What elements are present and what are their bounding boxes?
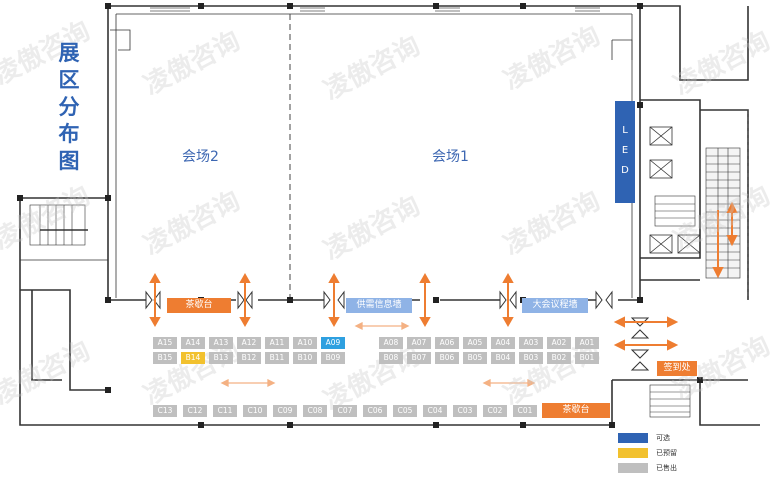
booth-a05[interactable]: A05 (463, 337, 487, 349)
booth-c02[interactable]: C02 (483, 405, 507, 417)
booth-b06[interactable]: B06 (435, 352, 459, 364)
booth-b11[interactable]: B11 (265, 352, 289, 364)
booth-b03[interactable]: B03 (519, 352, 543, 364)
legend-swatch-available (618, 433, 648, 443)
booth-c10[interactable]: C10 (243, 405, 267, 417)
hall-1-label: 会场1 (432, 149, 469, 165)
booth-a15[interactable]: A15 (153, 337, 177, 349)
booth-a12[interactable]: A12 (237, 337, 261, 349)
booth-b01[interactable]: B01 (575, 352, 599, 364)
booth-a14[interactable]: A14 (181, 337, 205, 349)
booth-a01[interactable]: A01 (575, 337, 599, 349)
booth-c01[interactable]: C01 (513, 405, 537, 417)
booth-b15[interactable]: B15 (153, 352, 177, 364)
booth-c12[interactable]: C12 (183, 405, 207, 417)
booth-c08[interactable]: C08 (303, 405, 327, 417)
booth-c13[interactable]: C13 (153, 405, 177, 417)
booth-b09[interactable]: B09 (321, 352, 345, 364)
page-title: 展区分布图 (58, 41, 80, 173)
tea-break-bottom: 茶歇台 (542, 403, 610, 418)
booth-a04[interactable]: A04 (491, 337, 515, 349)
booth-b14[interactable]: B14 (181, 352, 205, 364)
checkin-desk: 签到处 (657, 361, 697, 376)
booth-b12[interactable]: B12 (237, 352, 261, 364)
tea-break-top: 茶歇台 (167, 298, 231, 313)
booth-a09[interactable]: A09 (321, 337, 345, 349)
booth-c06[interactable]: C06 (363, 405, 387, 417)
booth-a10[interactable]: A10 (293, 337, 317, 349)
booth-c03[interactable]: C03 (453, 405, 477, 417)
supply-demand-wall: 供需信息墙 (346, 298, 412, 313)
legend-swatch-reserved (618, 448, 648, 458)
booth-c11[interactable]: C11 (213, 405, 237, 417)
booth-b08[interactable]: B08 (379, 352, 403, 364)
booth-a08[interactable]: A08 (379, 337, 403, 349)
booth-a13[interactable]: A13 (209, 337, 233, 349)
conference-agenda-wall: 大会议程墙 (522, 298, 588, 313)
booth-b05[interactable]: B05 (463, 352, 487, 364)
booth-c05[interactable]: C05 (393, 405, 417, 417)
booth-c04[interactable]: C04 (423, 405, 447, 417)
led-letter: L (622, 125, 628, 136)
booth-a06[interactable]: A06 (435, 337, 459, 349)
led-letter: E (621, 145, 629, 156)
legend-label-reserved: 已预留 (656, 449, 677, 457)
booth-a11[interactable]: A11 (265, 337, 289, 349)
booth-a03[interactable]: A03 (519, 337, 543, 349)
booth-b04[interactable]: B04 (491, 352, 515, 364)
booth-b13[interactable]: B13 (209, 352, 233, 364)
booth-b07[interactable]: B07 (407, 352, 431, 364)
booth-c07[interactable]: C07 (333, 405, 357, 417)
booth-b10[interactable]: B10 (293, 352, 317, 364)
hall-2-label: 会场2 (182, 149, 219, 165)
booth-a02[interactable]: A02 (547, 337, 571, 349)
booth-b02[interactable]: B02 (547, 352, 571, 364)
legend-label-available: 可选 (656, 434, 670, 442)
led-letter: D (621, 165, 629, 176)
led-wall: L E D (615, 101, 635, 203)
booth-a07[interactable]: A07 (407, 337, 431, 349)
booth-c09[interactable]: C09 (273, 405, 297, 417)
legend-label-sold: 已售出 (656, 464, 677, 472)
legend-swatch-sold (618, 463, 648, 473)
